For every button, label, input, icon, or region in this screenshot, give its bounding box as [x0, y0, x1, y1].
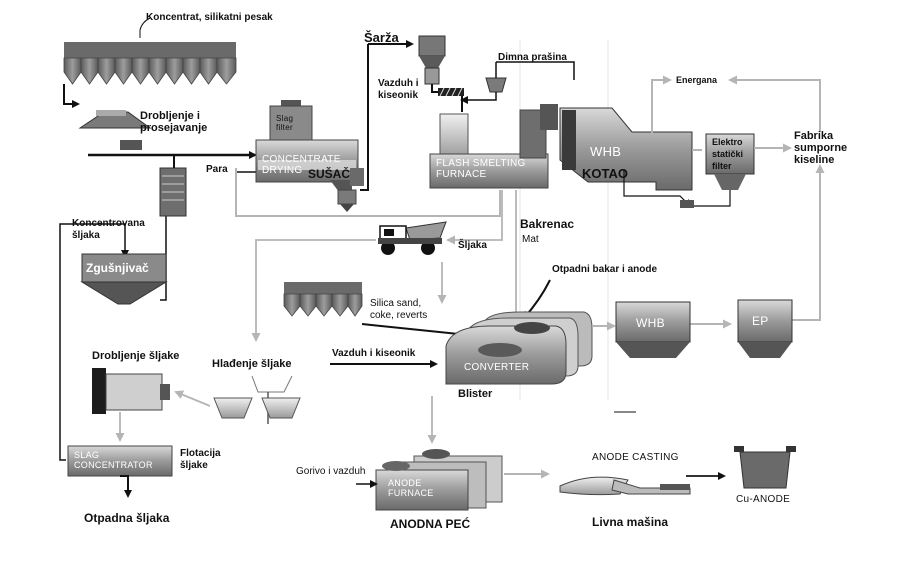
charge-feed — [360, 35, 464, 191]
unit-slag-concentrator: SLAG CONCENTRATOR — [74, 450, 153, 470]
label-flue-dust: Dimna prašina — [498, 52, 567, 63]
label-casting-machine: Livna mašina — [592, 515, 669, 529]
unit-whb-top: WHB — [590, 144, 622, 159]
matte-slag-flows — [251, 190, 517, 342]
unit-anode-furnace: ANODE FURNACE — [388, 478, 434, 498]
label-scrap-copper: Otpadni bakar i anode — [552, 264, 658, 275]
label-slag-cooling: Hlađenje šljake — [212, 358, 292, 370]
slag-truck — [378, 221, 447, 255]
unit-whb-mid: WHB — [636, 316, 665, 330]
converter — [445, 311, 593, 385]
label-air-oxygen-mid: Vazduh i kiseonik — [332, 348, 416, 359]
electrostatic-precipitator-mid — [737, 299, 793, 358]
slag-concentrator-unit — [67, 445, 173, 498]
label-thickener: Zgušnjivač — [86, 261, 149, 275]
label-matte: Bakrenac — [520, 217, 575, 231]
electrostatic-precipitator-top — [705, 133, 755, 190]
label-concentrate: Koncentrat, silikatni pesak — [146, 12, 273, 23]
label-electrostatic-filter: Elektro statički filter — [712, 137, 744, 171]
dust-collector — [460, 61, 575, 104]
label-air-oxygen-top: Vazduh i kiseonik — [378, 78, 419, 101]
flash-smelting-furnace — [429, 104, 558, 189]
label-concentrated-slag: Koncentrovana šljaka — [72, 218, 145, 241]
dust-return-flow — [623, 170, 731, 208]
waste-heat-boiler-mid — [615, 301, 691, 358]
label-silica-sand: Silica sand, coke, reverts — [370, 298, 428, 321]
concentrate-silos — [63, 17, 237, 85]
label-boiler: KOTAO — [582, 166, 628, 181]
copper-anode — [734, 446, 796, 489]
label-charge: Šarža — [364, 30, 399, 45]
label-sulfuric-acid-plant: Fabrika sumporne kiseline — [794, 130, 848, 166]
unit-ep: EP — [752, 314, 769, 328]
label-waste-slag: Otpadna šljaka — [84, 511, 170, 525]
slag-crusher — [92, 368, 170, 414]
label-crushing-screening: Drobljenje i prosejavanje — [140, 110, 208, 134]
silica-silos — [283, 282, 363, 317]
concentrate-dryer — [255, 100, 364, 212]
unit-concentrate-drying: CONCENTRATE DRYING — [262, 154, 341, 176]
anode-furnace — [375, 449, 503, 511]
label-steam: Para — [206, 164, 228, 175]
label-dryer: SUŠAČ — [308, 167, 351, 181]
silo-to-crusher-flow — [63, 84, 80, 108]
slag-cooling-ladles — [213, 375, 301, 424]
label-mat: Mat — [522, 234, 539, 245]
converter-gas-flows — [592, 164, 825, 331]
waste-heat-boiler-top — [559, 107, 693, 191]
thickener — [80, 253, 168, 305]
label-fuel-air: Gorivo i vazduh — [296, 466, 366, 477]
label-slag: Šljaka — [458, 240, 487, 251]
crusher-screen — [78, 110, 152, 150]
unit-cu-anode: Cu-ANODE — [736, 494, 791, 505]
label-slag-crushing: Drobljenje šljake — [92, 350, 180, 362]
anode-casting-machine — [559, 472, 726, 496]
slag-treatment-flows — [115, 390, 211, 442]
label-slag-flotation: Flotacija šljake — [180, 448, 221, 471]
label-anode-furnace: ANODNA PEĆ — [390, 517, 471, 531]
label-power-plant: Energana — [676, 75, 718, 85]
slag-filter-conveyor — [159, 156, 187, 217]
unit-anode-casting: ANODE CASTING — [592, 452, 679, 463]
gas-flows-top — [235, 75, 821, 217]
label-blister: Blister — [458, 388, 493, 400]
unit-flash-smelting: FLASH SMELTING FURNACE — [436, 158, 526, 180]
unit-converter: CONVERTER — [464, 362, 530, 373]
unit-slag-filter: Slag filter — [276, 114, 294, 132]
